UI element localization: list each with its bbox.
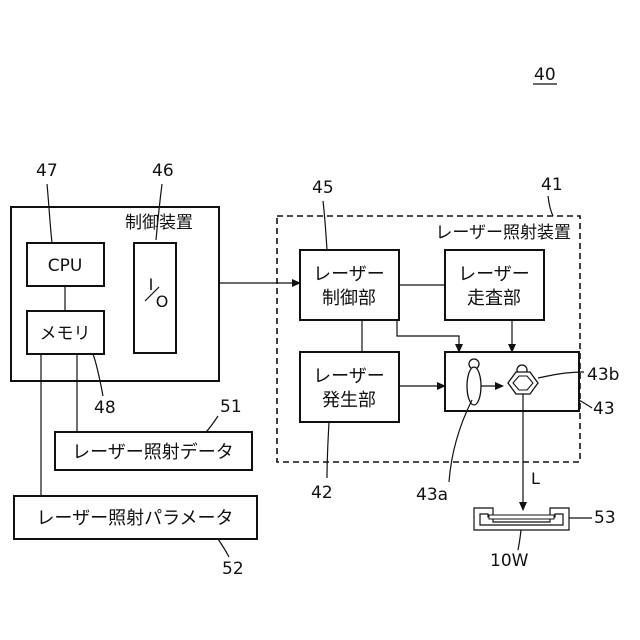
lens-ref: 43a (416, 485, 448, 505)
laser-irradiation-data-ref: 51 (220, 397, 242, 417)
laser-control-unit-ref: 45 (312, 178, 334, 198)
mirror-ref: 43b (587, 365, 619, 385)
io-top-label: I (149, 275, 154, 294)
laser-beam-label: L (531, 469, 540, 488)
laser-irradiation-device-ref: 41 (541, 175, 563, 195)
workpiece-holder-ref: 53 (594, 508, 616, 528)
laser-irradiation-parameter-ref: 52 (222, 559, 244, 579)
control-device-label: 制御装置 (125, 213, 193, 233)
laser-generation-unit-box (300, 352, 399, 422)
laser-control-unit-box (300, 250, 399, 320)
laser-control-unit-line1: レーザー (313, 264, 385, 285)
laser-generation-unit-line2: 発生部 (322, 390, 376, 411)
io-bottom-label: O (156, 292, 169, 311)
workpiece-ref: 10W (490, 551, 529, 571)
workpiece-leader (518, 530, 521, 550)
laser-scanning-unit-line2: 走査部 (467, 288, 521, 309)
laser-irradiation-data-leader (206, 416, 218, 432)
cpu-label: CPU (48, 256, 83, 276)
laser-generation-unit-ref: 42 (311, 483, 333, 503)
optics-leader (579, 400, 592, 408)
memory-ref: 48 (94, 398, 116, 418)
laser-control-unit-line2: 制御部 (322, 288, 376, 309)
laser-scanning-unit-line1: レーザー (458, 264, 530, 285)
memory-label: メモリ (40, 324, 91, 344)
figure-number: 40 (534, 65, 556, 85)
lens-leader (449, 400, 472, 482)
control-device-ref: 46 (152, 161, 174, 181)
laser-generation-unit-leader (327, 422, 329, 478)
control-to-optics-arrow (397, 320, 459, 352)
optics-ref: 43 (593, 399, 615, 419)
laser-scanning-unit-box (445, 250, 544, 320)
laser-irradiation-parameter-leader (218, 539, 229, 557)
workpiece-plate (489, 515, 554, 519)
laser-irradiation-device-leader (548, 196, 553, 216)
laser-control-unit-leader (323, 201, 327, 250)
lens-icon (467, 367, 481, 405)
laser-irradiation-device-label: レーザー照射装置 (435, 223, 571, 243)
cpu-ref: 47 (36, 161, 58, 181)
laser-irradiation-parameter-label: レーザー照射パラメータ (36, 508, 233, 529)
laser-irradiation-data-label: レーザー照射データ (72, 442, 234, 463)
laser-generation-unit-line1: レーザー (313, 366, 385, 387)
